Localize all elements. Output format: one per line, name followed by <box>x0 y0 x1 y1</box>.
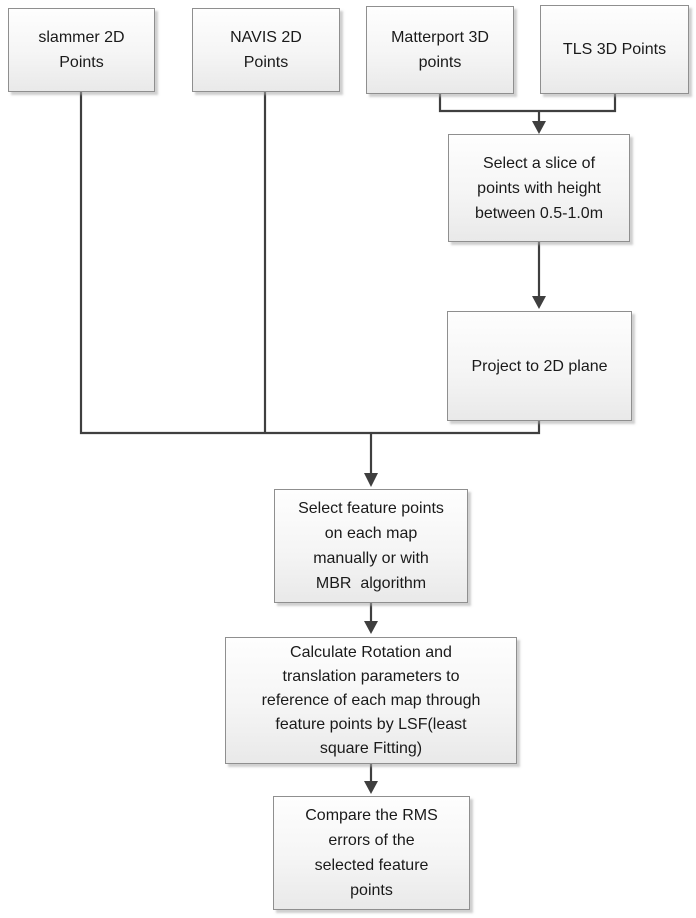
flow-box-matterport-3d-points: Matterport 3D points <box>366 6 514 94</box>
flow-box-label: TLS 3D Points <box>562 41 667 58</box>
flow-box-label: slammer 2D Points <box>38 29 125 71</box>
arrowhead-to-project <box>532 296 546 309</box>
connector-calculate-to-compare <box>364 764 378 794</box>
flow-box-label: Compare the RMS errors of the selected f… <box>305 807 438 899</box>
flow-box-label: NAVIS 2D Points <box>230 29 302 71</box>
connector-select-feature-to-calculate <box>364 603 378 634</box>
arrowhead-to-compare <box>364 781 378 794</box>
connector-matterport-tls-merge <box>438 94 617 134</box>
flow-box-navis-2d-points: NAVIS 2D Points <box>192 8 340 92</box>
flow-box-select-slice: Select a slice of points with height bet… <box>448 134 630 242</box>
flow-box-project-to-2d-plane: Project to 2D plane <box>447 311 632 421</box>
flow-box-label: Calculate Rotation and translation param… <box>261 643 481 757</box>
flow-box-label: Project to 2D plane <box>471 357 608 375</box>
flow-box-label: Matterport 3D points <box>391 29 489 71</box>
flow-box-slammer-2d-points: slammer 2D Points <box>8 8 155 92</box>
flow-box-label: Select feature points on each map manual… <box>298 500 444 592</box>
arrowhead-to-select-feature <box>364 473 378 487</box>
connector-select-slice-to-project <box>532 242 546 309</box>
arrowhead-to-select-slice <box>532 121 546 134</box>
flow-box-compare-rms-errors: Compare the RMS errors of the selected f… <box>273 796 470 910</box>
flow-box-calculate-rotation-translation: Calculate Rotation and translation param… <box>225 637 517 764</box>
arrowhead-to-calculate <box>364 621 378 634</box>
flow-box-tls-3d-points: TLS 3D Points <box>540 5 689 94</box>
flow-box-select-feature-points: Select feature points on each map manual… <box>274 489 468 603</box>
flow-box-label: Select a slice of points with height bet… <box>474 154 604 222</box>
